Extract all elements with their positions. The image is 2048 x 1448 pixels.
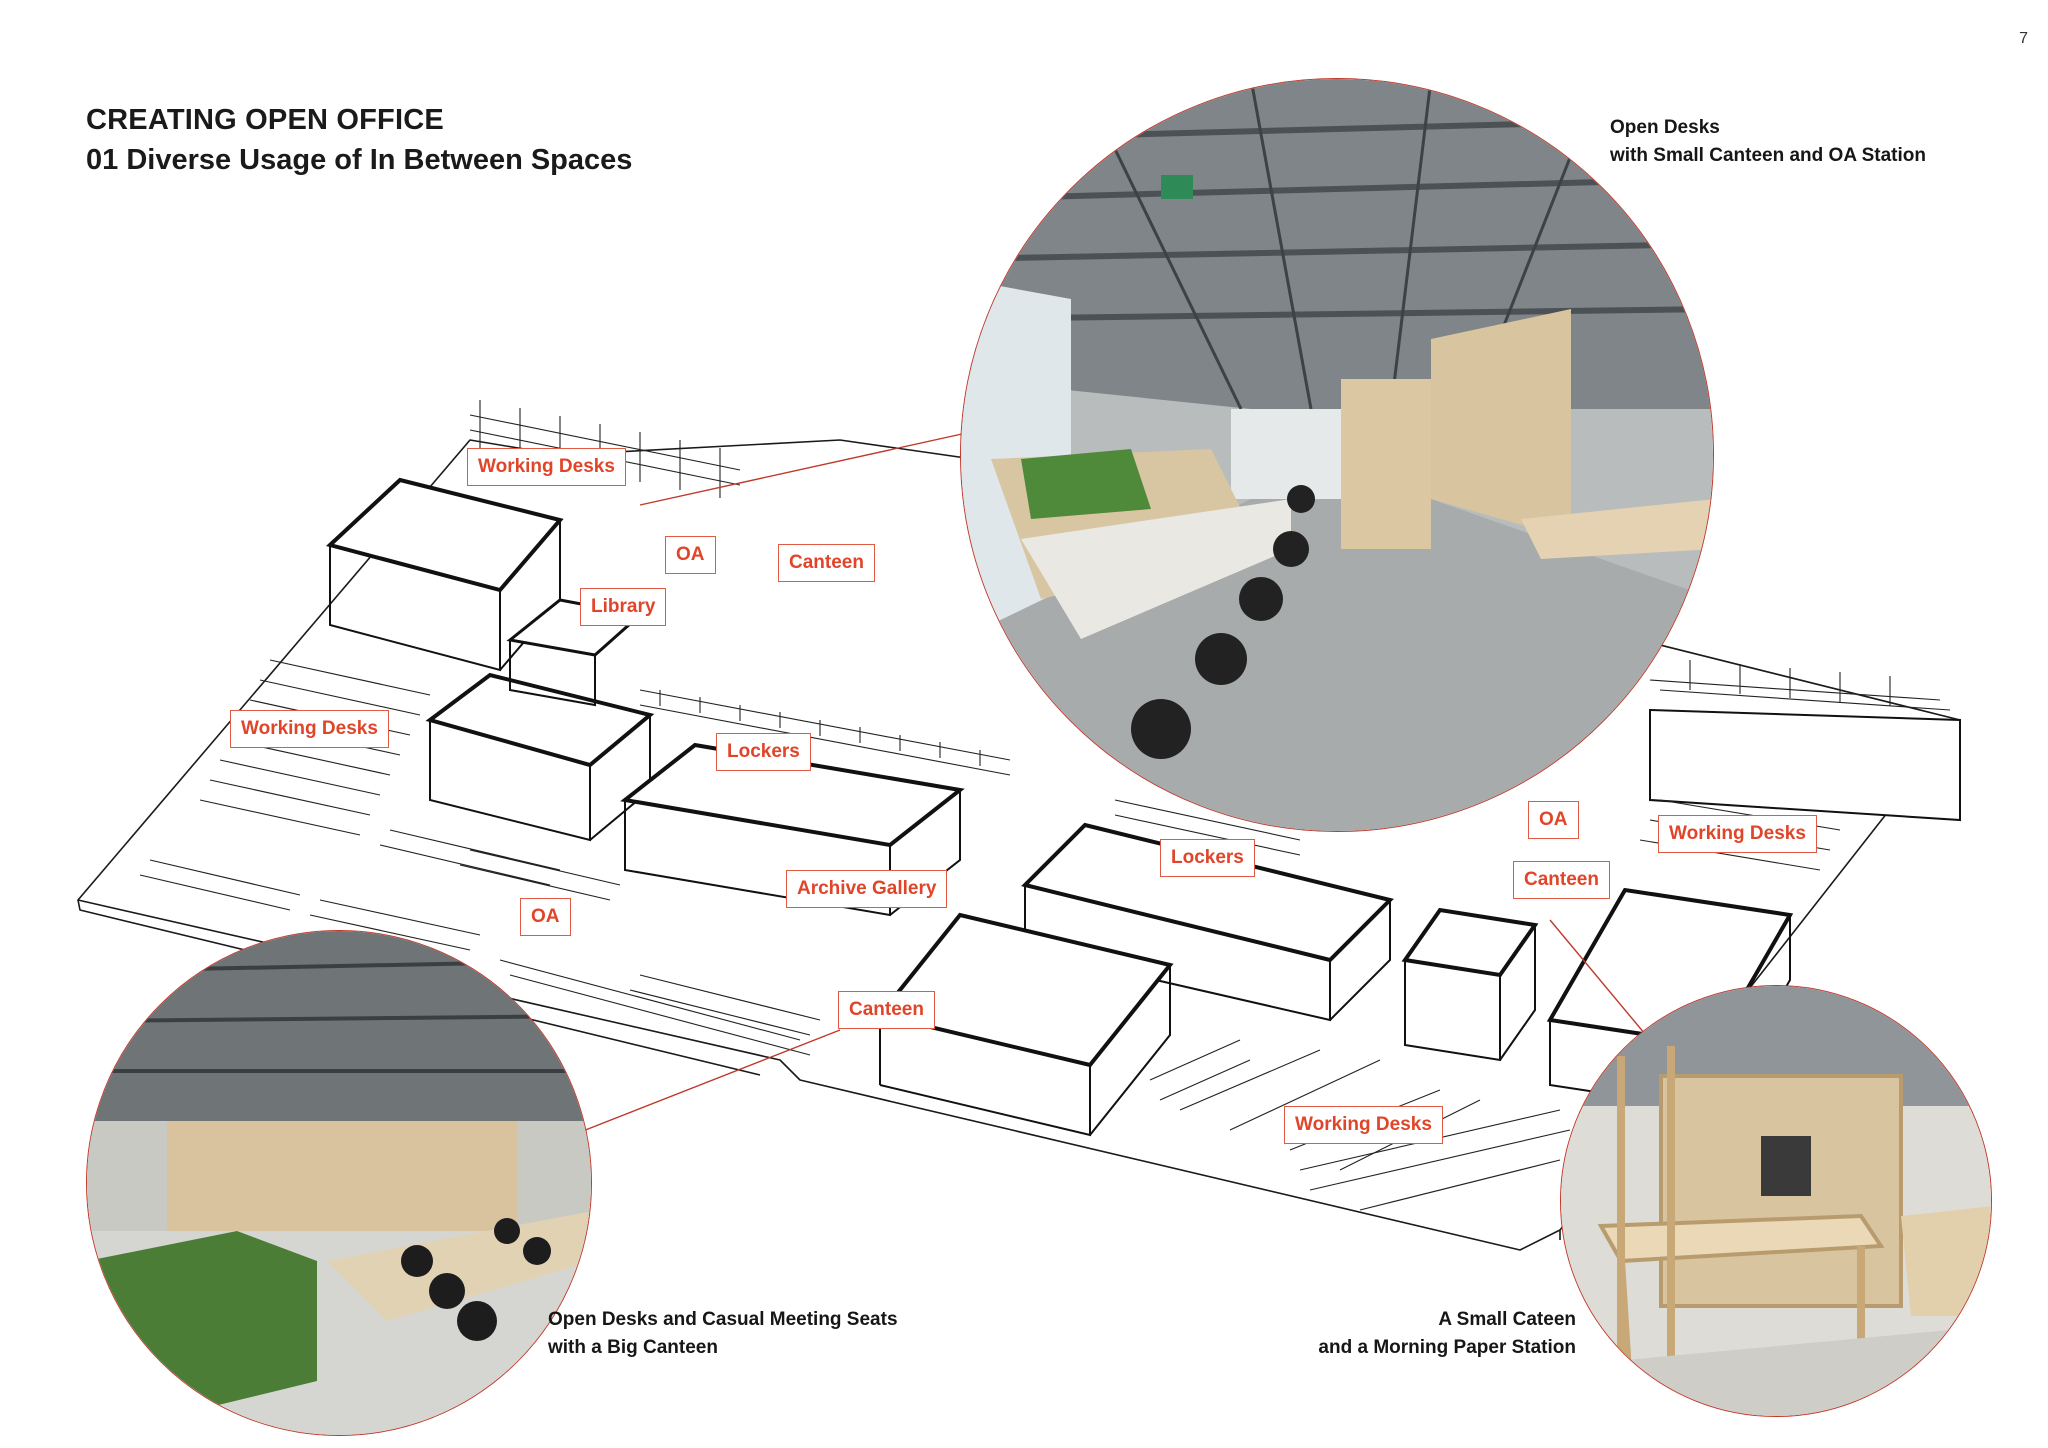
right-box-1-roof xyxy=(1401,907,1539,978)
title-block: CREATING OPEN OFFICE 01 Diverse Usage of… xyxy=(86,100,632,180)
label-working-desks-3: Working Desks xyxy=(1658,815,1817,853)
label-oa-3: OA xyxy=(1528,801,1579,839)
label-lockers-2: Lockers xyxy=(1160,839,1255,877)
leader-line-bottom-left xyxy=(559,1029,841,1141)
label-working-desks-1: Working Desks xyxy=(467,448,626,486)
locker-row-right xyxy=(1114,799,1301,856)
caption-bottom-right-line1: A Small Cateen xyxy=(1438,1309,1576,1330)
caption-top-line1: Open Desks xyxy=(1610,117,1720,138)
label-canteen-1: Canteen xyxy=(778,544,875,582)
label-archive-gallery: Archive Gallery xyxy=(786,870,948,908)
right-box-1-walls xyxy=(1404,925,1536,1062)
caption-top-line2: with Small Canteen and OA Station xyxy=(1610,145,1926,166)
label-working-desks-4: Working Desks xyxy=(1284,1106,1443,1144)
central-meeting-block-walls xyxy=(1024,885,1391,1022)
photo-small-canteen-paper-station xyxy=(1560,985,1992,1417)
label-library: Library xyxy=(580,588,667,626)
leader-line-top xyxy=(639,429,981,506)
meeting-room-1-roof xyxy=(325,477,564,593)
right-wing-wall xyxy=(1649,708,1961,822)
caption-bottom-right: A Small Cateen and a Morning Paper Stati… xyxy=(1200,1306,1576,1362)
caption-top: Open Desks with Small Canteen and OA Sta… xyxy=(1610,114,1926,170)
page-title: CREATING OPEN OFFICE xyxy=(86,104,444,136)
photo-open-desks-big-canteen xyxy=(86,930,592,1436)
small-canteen-interior-illustration xyxy=(1561,986,1991,1416)
label-oa-1: OA xyxy=(665,536,716,574)
desk-cluster-mid xyxy=(379,829,621,901)
right-wing-desks xyxy=(1649,660,1951,711)
canteen-counter-left xyxy=(499,959,821,1056)
leader-line-bottom-right xyxy=(1549,919,1651,1041)
caption-bottom-right-line2: and a Morning Paper Station xyxy=(1318,1337,1576,1358)
label-lockers-1: Lockers xyxy=(716,733,811,771)
big-canteen-interior-illustration xyxy=(87,931,591,1435)
label-canteen-3: Canteen xyxy=(1513,861,1610,899)
caption-bottom-left: Open Desks and Casual Meeting Seats with… xyxy=(548,1306,898,1362)
page-number: 7 xyxy=(2019,30,2028,47)
photo-open-desks-small-canteen xyxy=(960,78,1714,832)
desk-cluster-left-low xyxy=(139,859,481,951)
desk-cluster-bottom-center xyxy=(1149,1039,1481,1171)
locker-row-center xyxy=(639,689,1011,776)
meeting-room-2-roof xyxy=(425,672,655,768)
label-oa-2: OA xyxy=(520,898,571,936)
lower-meeting-block-roof xyxy=(876,912,1174,1068)
label-canteen-2: Canteen xyxy=(838,991,935,1029)
open-desks-interior-illustration xyxy=(961,79,1713,831)
library-room-walls xyxy=(509,640,596,707)
caption-bottom-left-line1: Open Desks and Casual Meeting Seats xyxy=(548,1309,898,1330)
label-working-desks-2: Working Desks xyxy=(230,710,389,748)
page-subtitle: 01 Diverse Usage of In Between Spaces xyxy=(86,144,633,176)
caption-bottom-left-line2: with a Big Canteen xyxy=(548,1337,718,1358)
